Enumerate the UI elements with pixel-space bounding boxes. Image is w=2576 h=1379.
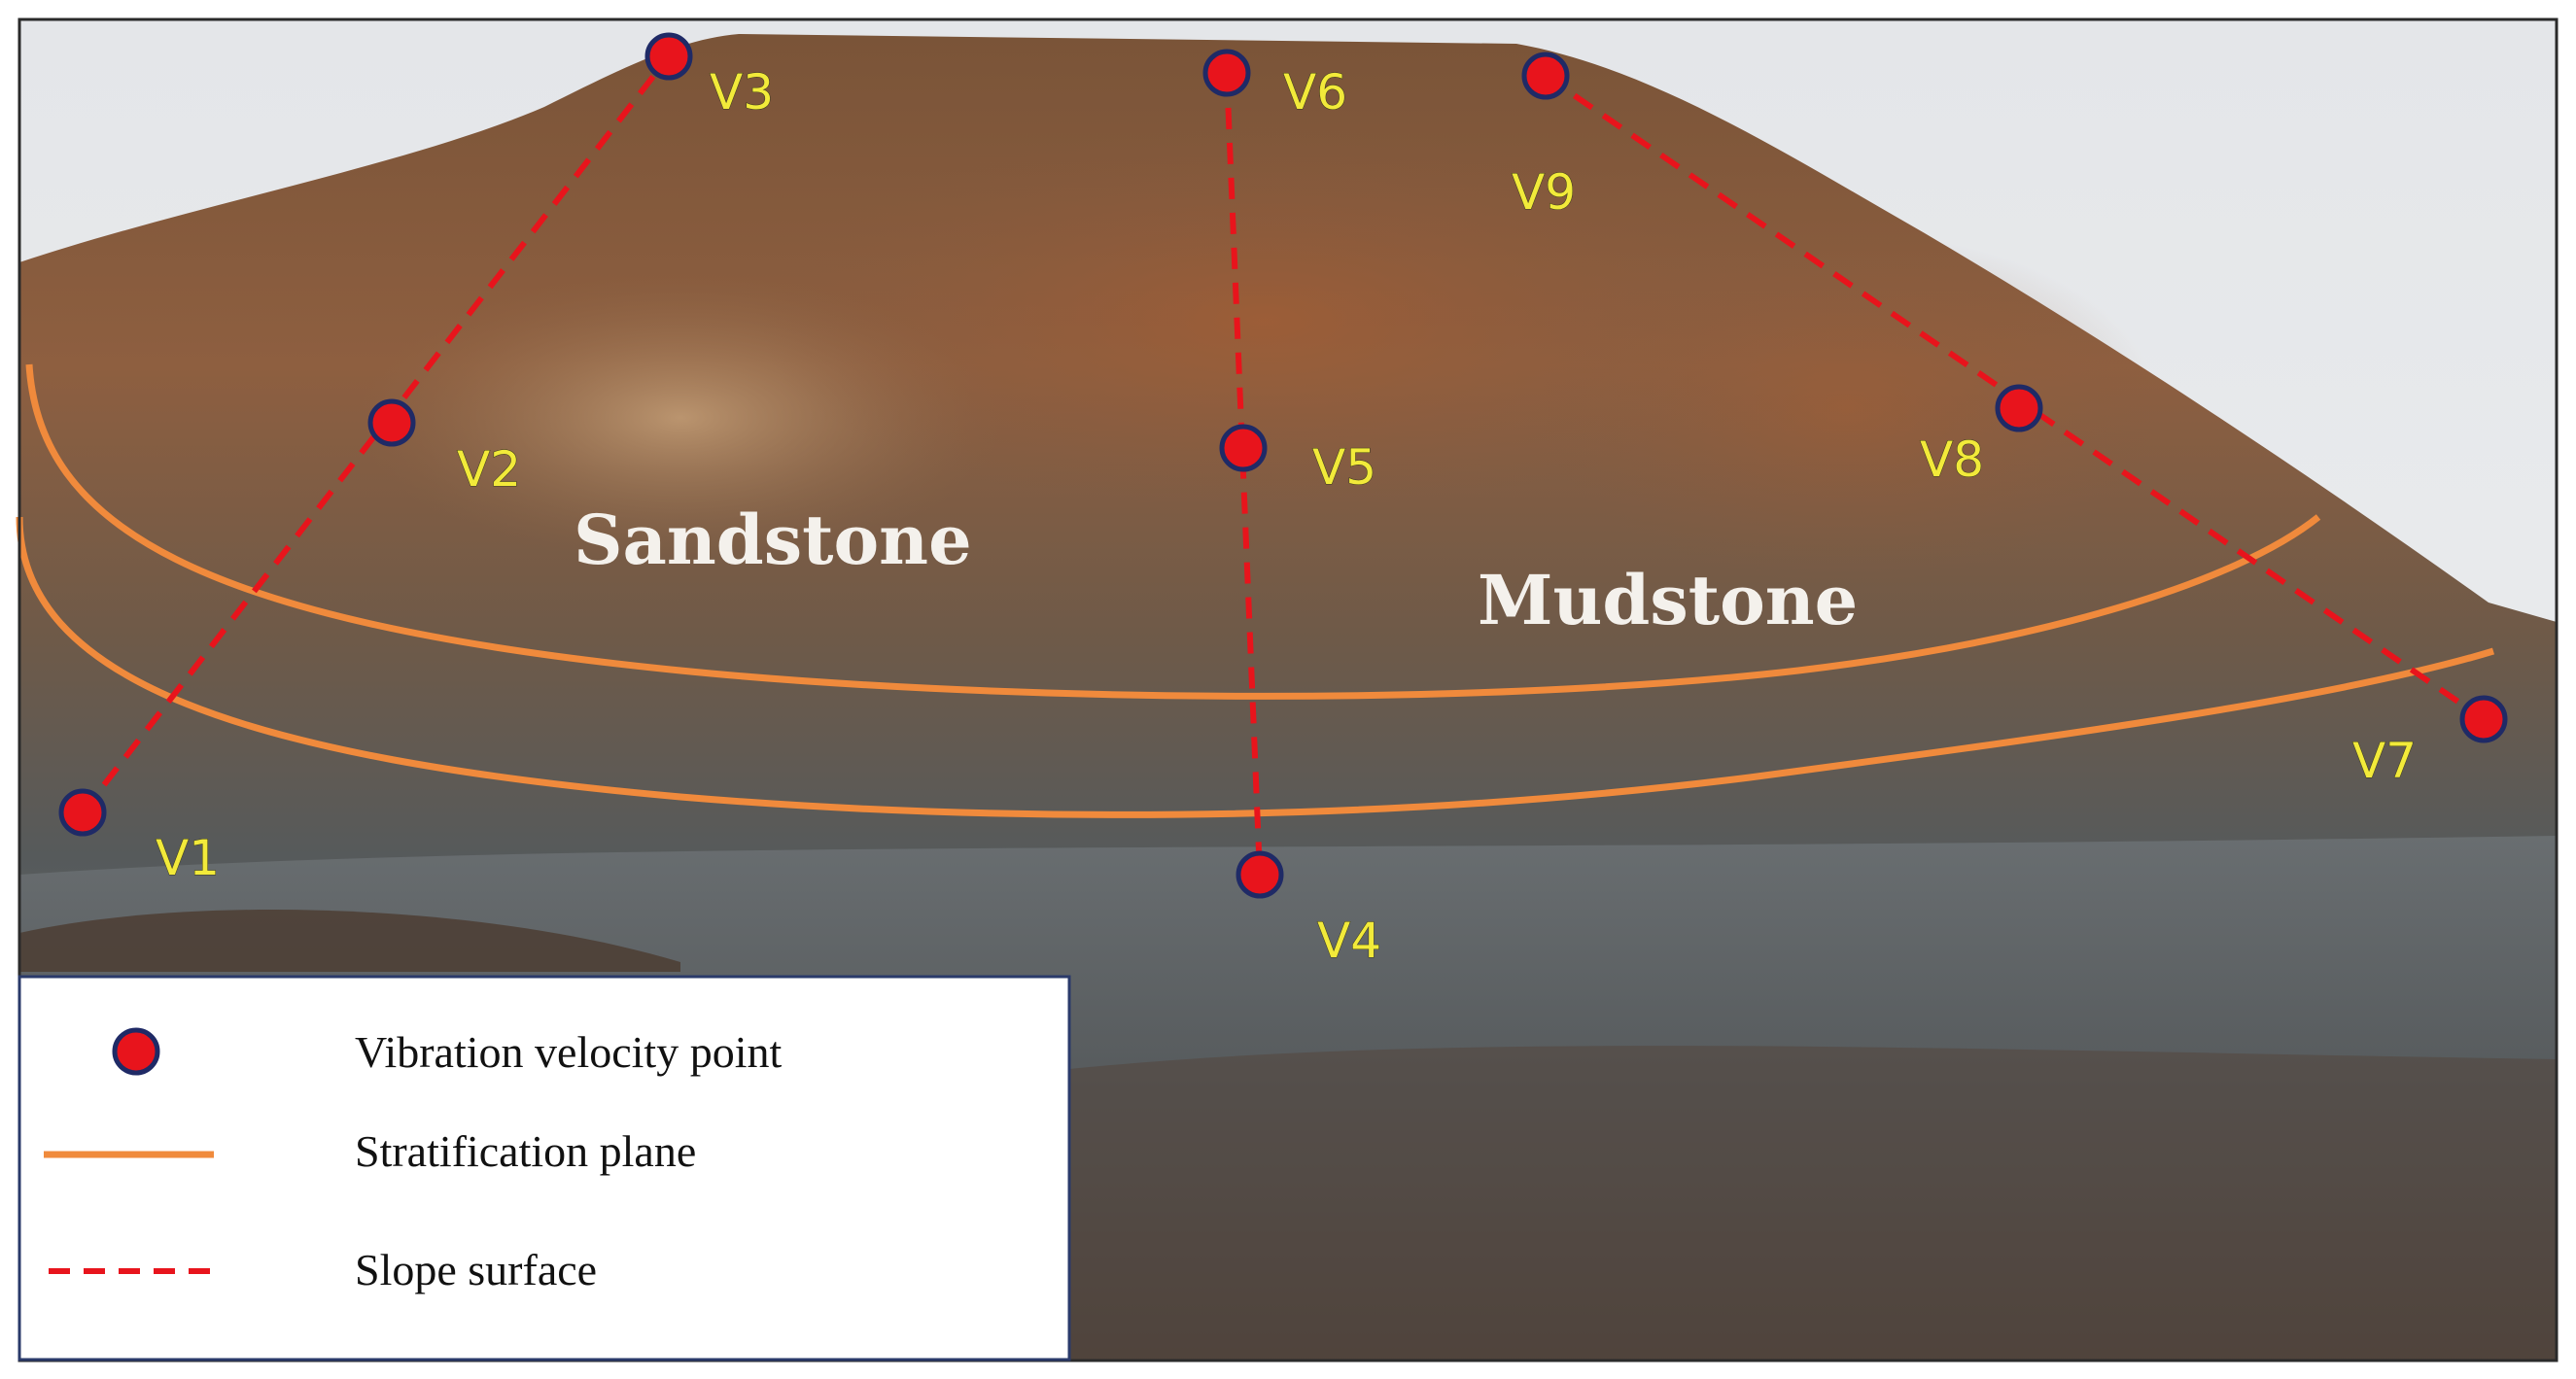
point-v6-marker [1202, 49, 1251, 97]
point-v2-marker [367, 398, 416, 447]
slope-line-left [80, 54, 672, 814]
point-v4-label: V4 [1317, 913, 1381, 969]
point-v5-marker [1219, 424, 1268, 472]
slope-line-center [1224, 72, 1263, 876]
mudstone-label: Mudstone [1478, 560, 1858, 640]
point-v4-marker [1236, 850, 1284, 899]
legend-point-label: Vibration velocity point [355, 1027, 782, 1077]
point-v8-marker [1995, 384, 2043, 432]
stratification-plane-upper [25, 363, 2321, 700]
point-v9-label: V9 [1512, 164, 1576, 221]
point-v9-marker [1521, 52, 1570, 100]
legend-plane-label: Stratification plane [355, 1126, 696, 1176]
legend-slope-label: Slope surface [355, 1245, 597, 1294]
point-v7-marker [2459, 695, 2508, 743]
legend-box [17, 975, 1071, 1362]
point-v8-label: V8 [1920, 431, 1984, 488]
point-v7-label: V7 [2352, 733, 2417, 789]
point-labels: V1 V2 V3 V4 V5 V6 V7 V8 V9 [156, 64, 2418, 970]
point-v5-label: V5 [1312, 439, 1376, 496]
measurement-points [58, 32, 2508, 899]
point-v3-marker [644, 32, 693, 81]
point-v3-label: V3 [710, 64, 774, 121]
point-v6-label: V6 [1283, 64, 1347, 121]
legend: Vibration velocity point Stratification … [17, 975, 1071, 1362]
point-v2-label: V2 [457, 441, 521, 498]
red-circle-icon [112, 1027, 160, 1076]
point-v1-marker [58, 788, 107, 837]
sandstone-label: Sandstone [574, 500, 972, 580]
photo-border [17, 17, 2559, 1362]
point-v1-label: V1 [156, 830, 220, 886]
stratification-plane-lower [16, 516, 2495, 818]
